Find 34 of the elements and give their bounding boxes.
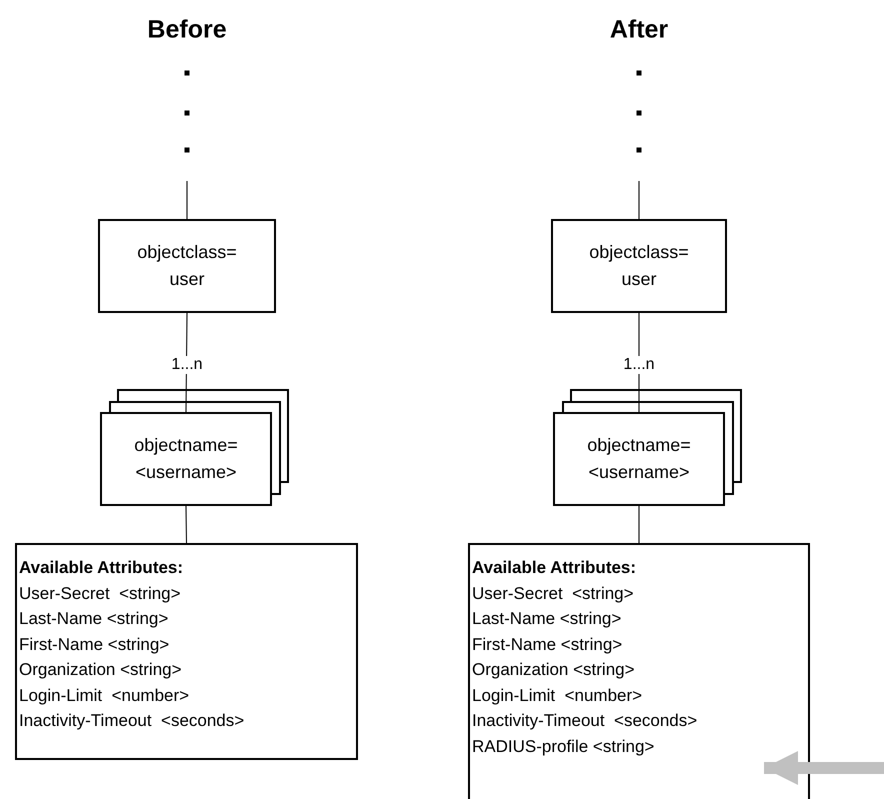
column-title: After	[610, 14, 668, 46]
attribute-entry: Organization <string>	[472, 659, 636, 681]
attribute-entry: First-Name <string>	[472, 634, 624, 656]
attribute-entry: Inactivity-Timeout <seconds>	[19, 710, 246, 732]
connector-line	[638, 180, 640, 220]
box-text: objectname= <username>	[586, 434, 692, 484]
attribute-entry: Last-Name <string>	[19, 608, 170, 630]
attribute-list-box	[15, 543, 358, 760]
box-text: objectname= <username>	[133, 434, 239, 484]
record-box	[100, 412, 272, 506]
class-box	[551, 219, 727, 313]
arrow	[764, 751, 884, 785]
list-heading: Available Attributes:	[19, 557, 184, 579]
class-box	[98, 219, 276, 313]
attribute-entry: User-Secret <string>	[472, 582, 635, 604]
attribute-entry: Organization <string>	[19, 659, 183, 681]
list-heading: Available Attributes:	[472, 557, 638, 579]
attribute-list-box	[468, 543, 810, 799]
edge-label: 1...n	[170, 356, 204, 374]
attribute-entry: Last-Name <string>	[472, 608, 622, 630]
box-text: objectclass= user	[588, 241, 690, 291]
attribute-entry: Login-Limit <number>	[19, 684, 190, 706]
attribute-entry: User-Secret <string>	[19, 582, 182, 604]
attribute-entry: Login-Limit <number>	[472, 684, 644, 706]
connector-line	[186, 180, 188, 220]
column-title: Before	[147, 14, 227, 46]
edge-label: 1...n	[622, 356, 656, 374]
attribute-entry: Inactivity-Timeout <seconds>	[472, 710, 698, 732]
box-text: objectclass= user	[136, 241, 238, 291]
record-box	[553, 412, 725, 506]
attribute-entry: First-Name <string>	[19, 634, 170, 656]
connector-line	[186, 506, 187, 544]
connector-line	[638, 506, 640, 544]
attribute-entry: RADIUS-profile <string>	[472, 736, 656, 758]
